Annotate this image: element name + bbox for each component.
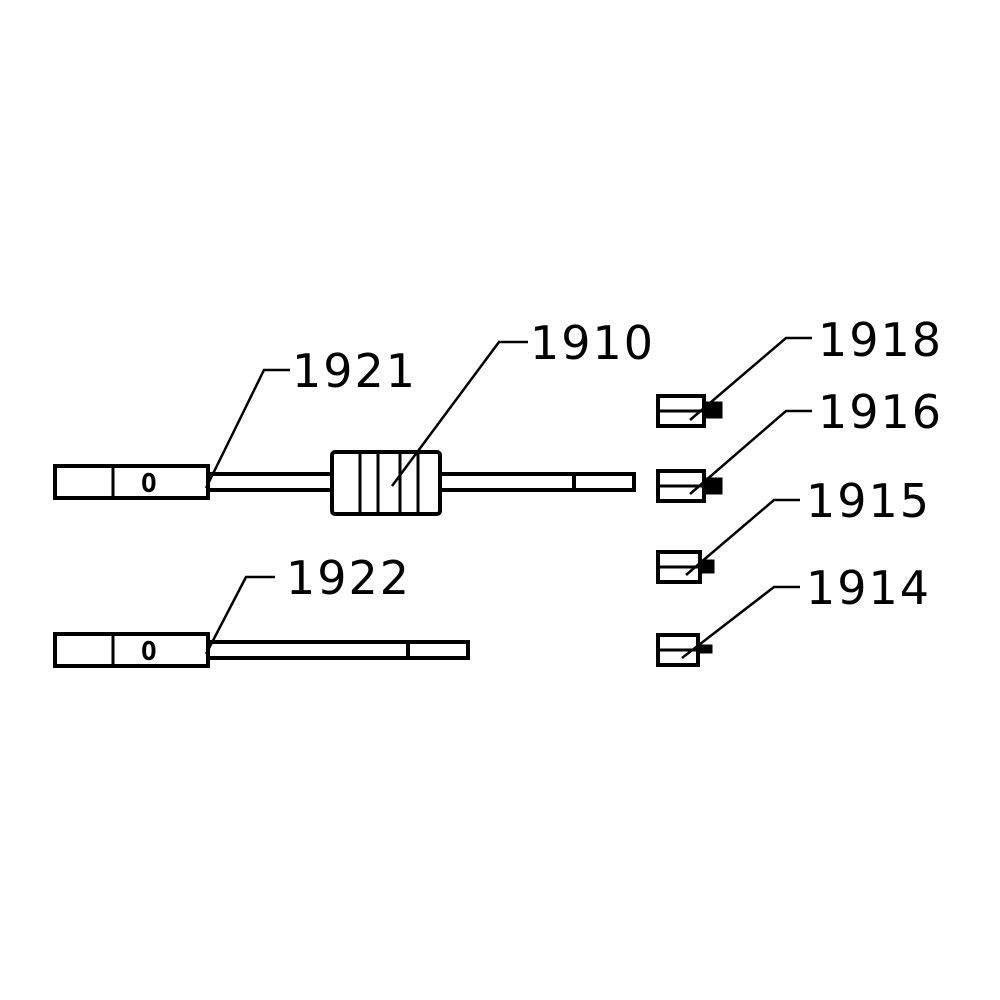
part-1921-handle-mark: O: [141, 469, 157, 499]
leader-1918: [689, 336, 812, 421]
part-1910-shaft-tip: [572, 472, 636, 492]
leader-1910: [390, 340, 528, 487]
part-1922-shaft: [206, 640, 410, 660]
leader-1915: [685, 498, 800, 576]
part-1916-bit: [656, 469, 723, 503]
part-1922-handle: [53, 632, 210, 668]
label-1910: 1910: [530, 316, 655, 370]
part-1922-rod: O: [53, 632, 470, 668]
leader-1916: [689, 409, 812, 495]
label-1918: 1918: [818, 313, 943, 367]
part-1918-bit-stud: [703, 401, 723, 419]
label-1921: 1921: [292, 344, 417, 398]
part-1918-bit: [656, 394, 723, 428]
part-1921-shaft: [206, 472, 334, 492]
part-1915-bit: [656, 550, 715, 584]
leader-1914: [681, 585, 800, 659]
leader-1921: [204, 368, 290, 489]
part-1916-bit-stud: [703, 477, 723, 495]
part-1910-shaft-extension: [438, 472, 576, 492]
part-1921-handle: [53, 464, 210, 500]
leader-1922: [204, 575, 275, 655]
part-1921-rod-assembly: O: [53, 464, 334, 500]
part-1914-bit-stud: [697, 644, 713, 654]
part-1922-handle-mark: O: [141, 637, 157, 667]
label-1916: 1916: [818, 385, 943, 439]
part-1910-weight-body: [330, 450, 442, 516]
part-1922-shaft-tip: [406, 640, 470, 660]
part-1914-bit: [656, 633, 713, 667]
part-1910-slide-weight: [330, 450, 636, 516]
label-1915: 1915: [806, 474, 931, 528]
part-1915-bit-stud: [699, 559, 715, 574]
label-1914: 1914: [806, 561, 931, 615]
label-1922: 1922: [286, 551, 411, 605]
